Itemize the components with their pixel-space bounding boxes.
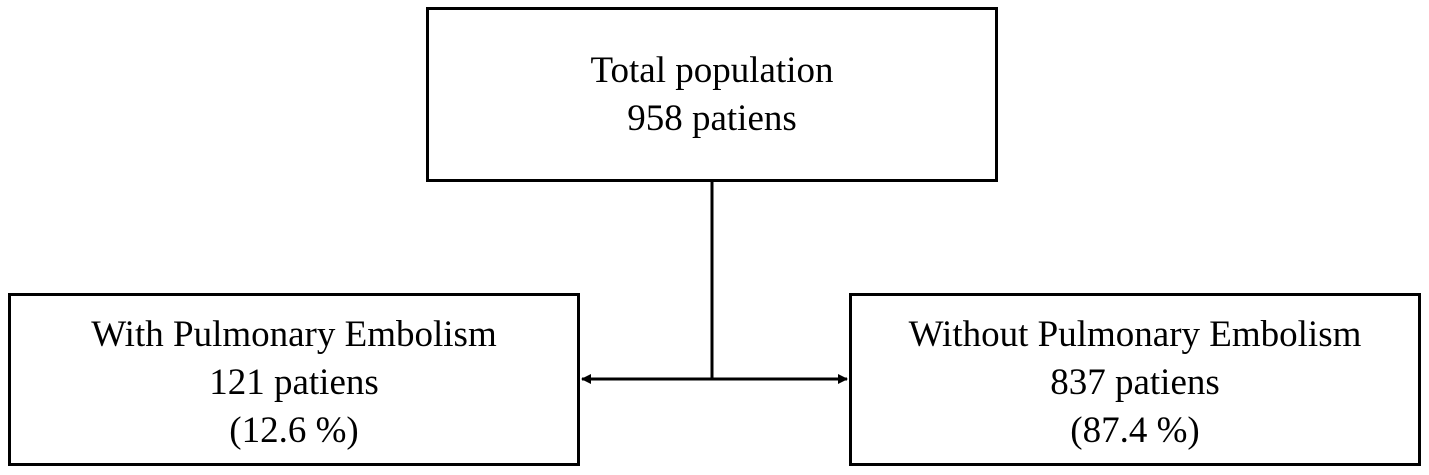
without-pe-box: Without Pulmonary Embolism 837 patiens (… [849, 293, 1421, 466]
total-population-title: Total population [590, 49, 834, 91]
with-pe-count: 121 patiens [209, 361, 379, 403]
without-pe-count: 837 patiens [1050, 361, 1220, 403]
with-pe-title: With Pulmonary Embolism [91, 313, 497, 355]
without-pe-title: Without Pulmonary Embolism [908, 313, 1362, 355]
total-population-count: 958 patiens [627, 97, 797, 139]
with-pe-box: With Pulmonary Embolism 121 patiens (12.… [8, 293, 580, 466]
total-population-box: Total population 958 patiens [426, 7, 998, 182]
without-pe-percent: (87.4 %) [1070, 409, 1200, 451]
with-pe-percent: (12.6 %) [229, 409, 359, 451]
